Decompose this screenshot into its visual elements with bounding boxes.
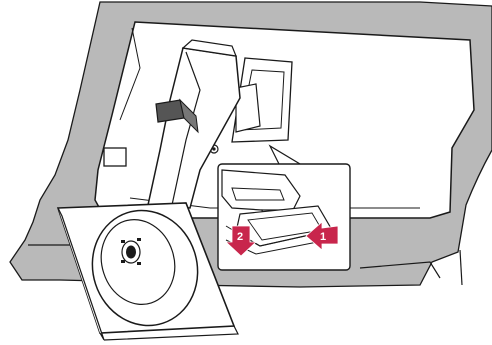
callout-detail [218,164,350,270]
cloth-edge-right [460,250,462,285]
arm-collar [156,100,184,122]
step-2-label: 2 [237,231,243,243]
step-1-label: 1 [320,231,326,243]
monitor-port [104,148,126,166]
